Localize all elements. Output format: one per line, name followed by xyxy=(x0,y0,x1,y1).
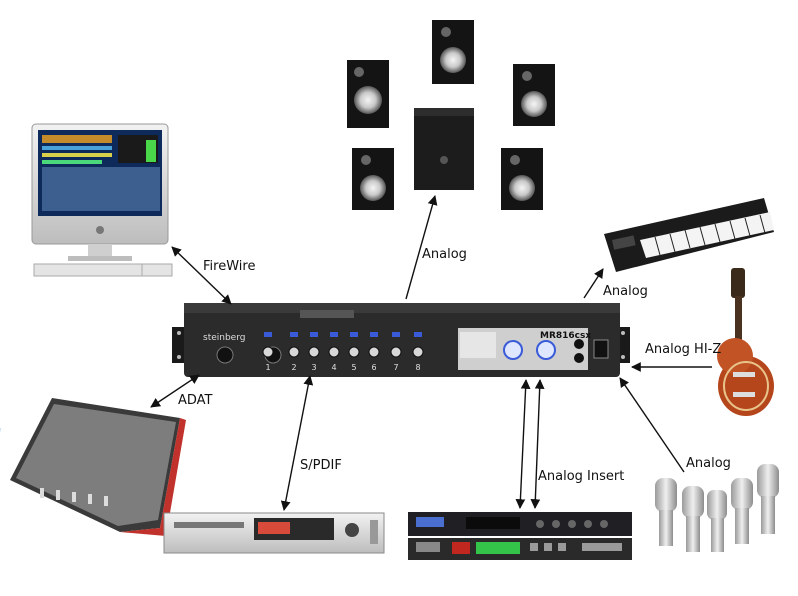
gain-knob xyxy=(412,346,424,358)
label-guitar: Analog HI-Z xyxy=(645,342,722,357)
arrow-microphones xyxy=(619,377,685,473)
gain-knob xyxy=(288,346,300,358)
channel-led xyxy=(264,332,272,337)
arrow-speakers xyxy=(405,195,438,300)
microphone xyxy=(682,486,704,552)
arrow-adat xyxy=(150,374,200,408)
outboard-processors xyxy=(408,512,632,560)
channel-led xyxy=(350,332,358,337)
microphone xyxy=(707,490,727,552)
keyboard-synth xyxy=(604,198,774,272)
audio-interface: steinberg 1 2 3 4 5 6 7 8 MR816csx xyxy=(172,303,630,377)
arrow-insert-left xyxy=(515,379,531,509)
channel-number: 6 xyxy=(371,363,376,372)
microphone xyxy=(731,478,753,544)
speaker-front-left xyxy=(347,60,389,128)
channel-led xyxy=(310,332,318,337)
arrow-firewire xyxy=(171,246,232,305)
interface-model: MR816csx xyxy=(540,331,591,341)
channel-led xyxy=(414,332,422,337)
label-speakers: Analog xyxy=(422,247,467,262)
speaker-system xyxy=(347,20,555,210)
interface-brand: steinberg xyxy=(203,333,245,343)
electric-guitar xyxy=(717,268,774,416)
label-analog-insert: Analog Insert xyxy=(538,469,625,484)
computer-imac xyxy=(31,123,173,277)
channel-number: 1 xyxy=(265,363,270,372)
channel-number: 5 xyxy=(351,363,356,372)
speaker-rear-right xyxy=(501,148,543,210)
gain-knob xyxy=(308,346,320,358)
microphone xyxy=(757,464,779,534)
gain-knob xyxy=(262,346,274,358)
channel-led xyxy=(392,332,400,337)
channel-number: 8 xyxy=(415,363,420,372)
digital-mixer xyxy=(0,398,186,536)
channel-number: 2 xyxy=(291,363,296,372)
channel-led xyxy=(330,332,338,337)
speaker-center xyxy=(432,20,474,84)
connection-arrows xyxy=(150,195,712,511)
channel-number: 4 xyxy=(331,363,336,372)
speaker-rear-left xyxy=(352,148,394,210)
gain-knob xyxy=(328,346,340,358)
microphone-set xyxy=(655,464,779,552)
label-microphones: Analog xyxy=(686,456,731,471)
arrow-insert-right xyxy=(530,379,545,509)
microphone xyxy=(655,478,677,546)
gain-knob xyxy=(368,346,380,358)
label-spdif: S/PDIF xyxy=(300,458,342,473)
channel-number: 3 xyxy=(311,363,316,372)
gain-knob xyxy=(348,346,360,358)
channel-led xyxy=(370,332,378,337)
arrow-keyboard xyxy=(583,268,604,299)
channel-knobs: 1 2 3 4 5 6 7 8 xyxy=(262,332,424,372)
cd-recorder xyxy=(163,512,385,554)
arrow-spdif xyxy=(280,375,314,511)
gain-knob xyxy=(390,346,402,358)
label-adat: ADAT xyxy=(178,393,213,408)
label-keyboard: Analog xyxy=(603,284,648,299)
channel-number: 7 xyxy=(393,363,398,372)
speaker-subwoofer xyxy=(414,108,474,190)
label-firewire: FireWire xyxy=(203,259,256,274)
channel-led xyxy=(290,332,298,337)
speaker-front-right xyxy=(513,64,555,126)
